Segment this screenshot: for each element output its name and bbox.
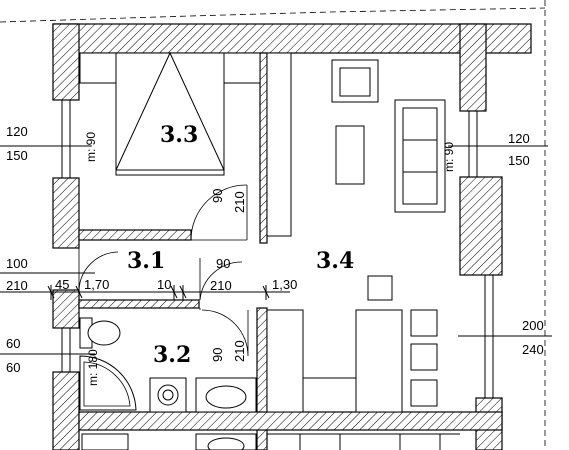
- bed: [79, 51, 261, 176]
- win-left-bottom-width: 60: [6, 336, 20, 351]
- chain-dim-4: 1,30: [272, 277, 297, 292]
- chair-1: [410, 309, 438, 337]
- door-hall-height: 210: [210, 278, 232, 293]
- chain-dim-2: 1,70: [84, 277, 109, 292]
- armchair: [331, 59, 379, 103]
- shower-tray: [79, 355, 137, 411]
- room-label-3-1: 3.1: [127, 248, 165, 274]
- hall-door: [199, 258, 243, 301]
- win-right-bottom-height: 240: [522, 342, 544, 357]
- wall-right-mid: [459, 176, 503, 276]
- washing-machine: [149, 377, 187, 413]
- room-label-3-4: 3.4: [316, 248, 354, 274]
- win-left-top-width: 120: [6, 124, 28, 139]
- door-bedroom-height: 210: [232, 191, 247, 213]
- dining-table: [355, 309, 403, 413]
- kitchen-counter-left: [266, 309, 304, 413]
- lower-washbasin: [195, 433, 257, 450]
- door-hall-width: 90: [216, 256, 230, 271]
- wall-top: [52, 23, 532, 54]
- toilet: [79, 317, 121, 349]
- win-right-top-height: 150: [508, 153, 530, 168]
- wall-left-mid: [52, 177, 80, 249]
- wall-left-bottom: [52, 371, 80, 450]
- window-right-top: [460, 110, 486, 178]
- small-table: [367, 275, 393, 301]
- boundary-line-top: [0, 7, 546, 23]
- chain-dimension: [0, 285, 290, 300]
- wall-bath-top: [78, 299, 200, 309]
- win-left-bottom-note: m: 180: [86, 349, 100, 386]
- washbasin: [195, 377, 257, 413]
- lower-fixture: [81, 433, 129, 450]
- win-right-bottom-width: 200: [522, 318, 544, 333]
- door-bedroom-width: 90: [210, 189, 225, 203]
- win-left-mid-height: 210: [6, 278, 28, 293]
- win-left-bottom-height: 60: [6, 360, 20, 375]
- door-bath-width: 90: [210, 348, 225, 362]
- wall-left-upper: [52, 23, 80, 101]
- sofa: [394, 99, 446, 213]
- door-bath-height: 210: [232, 340, 247, 362]
- bathroom-door: [199, 308, 249, 357]
- wall-bedroom-right: [259, 52, 268, 244]
- room-label-3-3: 3.3: [160, 122, 198, 148]
- wall-right-upper: [459, 23, 487, 112]
- entrance-door-arc: [78, 248, 119, 291]
- chair-2: [410, 343, 438, 371]
- chair-3: [410, 379, 438, 407]
- chain-dim-3: 10: [157, 277, 171, 292]
- win-left-top-note: m: 90: [84, 132, 98, 162]
- wall-lower: [78, 411, 503, 431]
- win-right-top-note: m: 90: [442, 142, 456, 172]
- wardrobe: [266, 52, 292, 237]
- win-right-top-width: 120: [508, 131, 530, 146]
- window-left-top: [53, 99, 79, 179]
- bedroom-door: [190, 184, 248, 241]
- window-left-bottom: [61, 328, 71, 372]
- chain-dim-1: 45: [55, 277, 69, 292]
- coffee-table: [335, 125, 365, 185]
- wall-bedroom-bottom-left: [78, 229, 192, 241]
- wall-left-lower: [52, 289, 80, 329]
- win-left-top-height: 150: [6, 148, 28, 163]
- lower-counter: [267, 433, 460, 450]
- room-label-3-2: 3.2: [153, 342, 191, 368]
- win-left-mid-width: 100: [6, 256, 28, 271]
